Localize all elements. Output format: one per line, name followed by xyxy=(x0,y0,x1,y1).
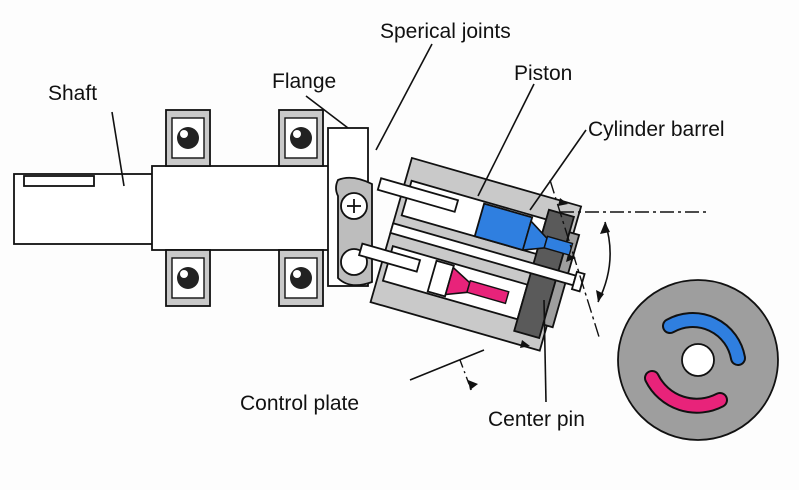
kidney-port-blue xyxy=(664,314,744,364)
control-plate-disc xyxy=(617,279,779,441)
leader-shaft xyxy=(111,111,125,187)
bearing-bottom-left xyxy=(165,249,211,307)
label-shaft: Shaft xyxy=(48,82,97,105)
leader-control-plate xyxy=(409,349,485,381)
leader-center-pin xyxy=(543,299,547,403)
bearing-top-right xyxy=(278,109,324,167)
label-control-plate: Control plate xyxy=(240,392,359,415)
leader-flange xyxy=(305,95,349,129)
label-spherical-joints: Sperical joints xyxy=(380,20,511,43)
leader-lines xyxy=(111,43,587,403)
connecting-rod-lower xyxy=(357,242,422,273)
label-center-pin: Center pin xyxy=(488,408,585,431)
shaft-keyway xyxy=(23,175,95,187)
cylinder-barrel-assembly xyxy=(357,156,586,352)
leader-piston xyxy=(477,83,535,197)
label-flange: Flange xyxy=(272,70,336,93)
kidney-port-pink xyxy=(646,372,726,412)
leader-spherical-joints xyxy=(375,43,433,151)
shaft xyxy=(13,165,331,251)
label-cylinder-barrel: Cylinder barrel xyxy=(588,118,725,141)
label-piston: Piston xyxy=(514,62,572,85)
connecting-rod-upper xyxy=(376,177,460,213)
flange xyxy=(327,127,373,287)
angle-indicator xyxy=(459,179,710,393)
shaft-body xyxy=(151,165,331,251)
leader-cylinder-barrel xyxy=(529,129,587,211)
bearing-bottom-right xyxy=(278,249,324,307)
bearing-top-left xyxy=(165,109,211,167)
